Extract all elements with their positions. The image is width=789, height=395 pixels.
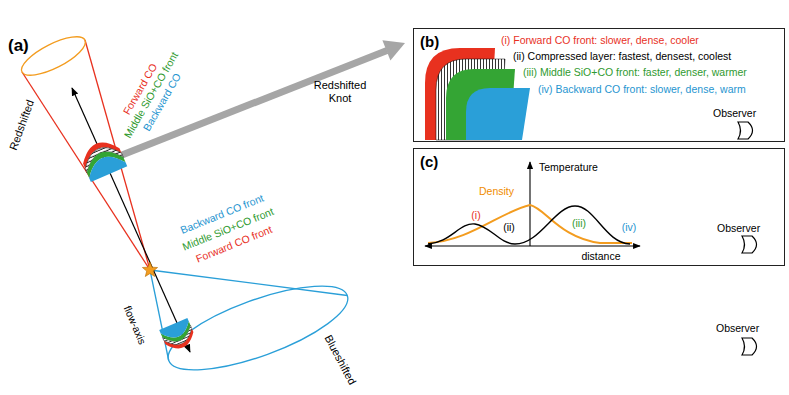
zoom-arrow bbox=[122, 40, 405, 155]
observer-eye bbox=[742, 236, 757, 253]
panel-text: (i) Forward CO front: slower, dense, coo… bbox=[501, 34, 699, 47]
panel-text: Density bbox=[479, 185, 514, 198]
panel-text: (i) bbox=[471, 209, 480, 222]
blueshifted-cone bbox=[150, 269, 357, 387]
figure-label: Observer bbox=[716, 322, 759, 335]
panel-text: Observer bbox=[717, 222, 760, 235]
panel-text: distance bbox=[581, 250, 620, 263]
panel-text: (ii) Compressed layer: fastest, densest,… bbox=[513, 50, 731, 63]
panel-text: (ii) bbox=[503, 221, 515, 234]
figure-label: Redshifted bbox=[7, 98, 37, 152]
figure-label: Blueshifted bbox=[321, 333, 358, 387]
panel-text: (iii) bbox=[572, 217, 586, 230]
observer-eye bbox=[742, 338, 757, 355]
panel-text: Observer bbox=[713, 107, 756, 120]
knot-layers bbox=[425, 48, 530, 140]
profile-plot bbox=[425, 162, 640, 246]
panel-box: (c) Density Temperature (i) (ii) (iii) (iv) dis… bbox=[413, 148, 785, 266]
redshifted-knot bbox=[78, 136, 127, 182]
figure-label: Redshifted Knot bbox=[309, 79, 371, 105]
figure-label: flow-axis bbox=[121, 304, 149, 347]
panel-text: (b) bbox=[420, 33, 439, 51]
panel-text: (c) bbox=[420, 153, 438, 171]
figure-label: (a) bbox=[8, 36, 29, 56]
panel-box: (b) (i) Forward CO front: slower, dense, … bbox=[413, 28, 785, 142]
blueshifted-knot bbox=[159, 318, 197, 353]
observer-eye bbox=[738, 122, 753, 139]
panel-text: (iv) Backward CO front: slower, dense, w… bbox=[538, 83, 746, 96]
panel-text: (iv) bbox=[622, 221, 637, 234]
panel-text: Temperature bbox=[539, 161, 598, 174]
source-star bbox=[142, 262, 157, 277]
panel-text: (iii) Middle SiO+CO front: faster, dense… bbox=[523, 66, 747, 79]
